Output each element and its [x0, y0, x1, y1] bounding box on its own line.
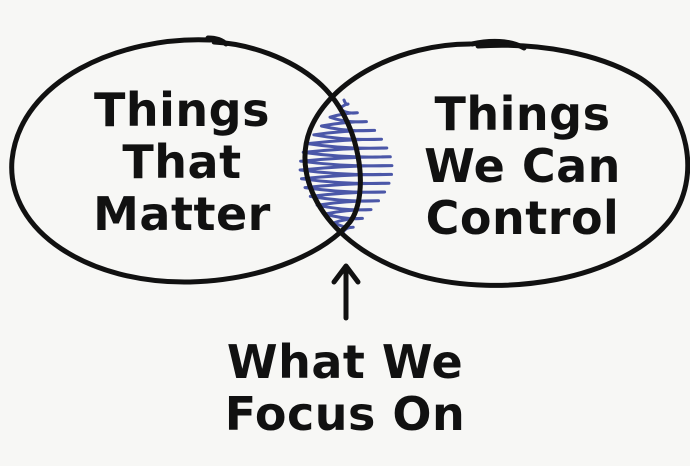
up-arrow-icon — [331, 263, 361, 321]
right-label-line: Things — [434, 87, 611, 141]
intersection-label: What We Focus On — [180, 336, 510, 440]
right-circle — [302, 41, 690, 288]
left-circle-stroke-tail — [205, 35, 229, 47]
right-label-line: We Can — [424, 139, 621, 193]
left-label-line: That — [122, 135, 242, 189]
scribble-strokes — [298, 98, 394, 234]
right-circle-label: Things We Can Control — [405, 88, 640, 244]
intersection-label-line: What We — [226, 335, 464, 389]
right-label-line: Control — [425, 191, 620, 245]
left-label-line: Things — [94, 83, 270, 137]
left-circle-label: Things That Matter — [62, 84, 302, 240]
left-label-line: Matter — [93, 187, 271, 241]
right-circle-stroke-tail — [469, 38, 527, 51]
scribble-path — [298, 98, 394, 234]
left-circle — [9, 37, 363, 285]
intersection-label-line: Focus On — [224, 387, 466, 441]
